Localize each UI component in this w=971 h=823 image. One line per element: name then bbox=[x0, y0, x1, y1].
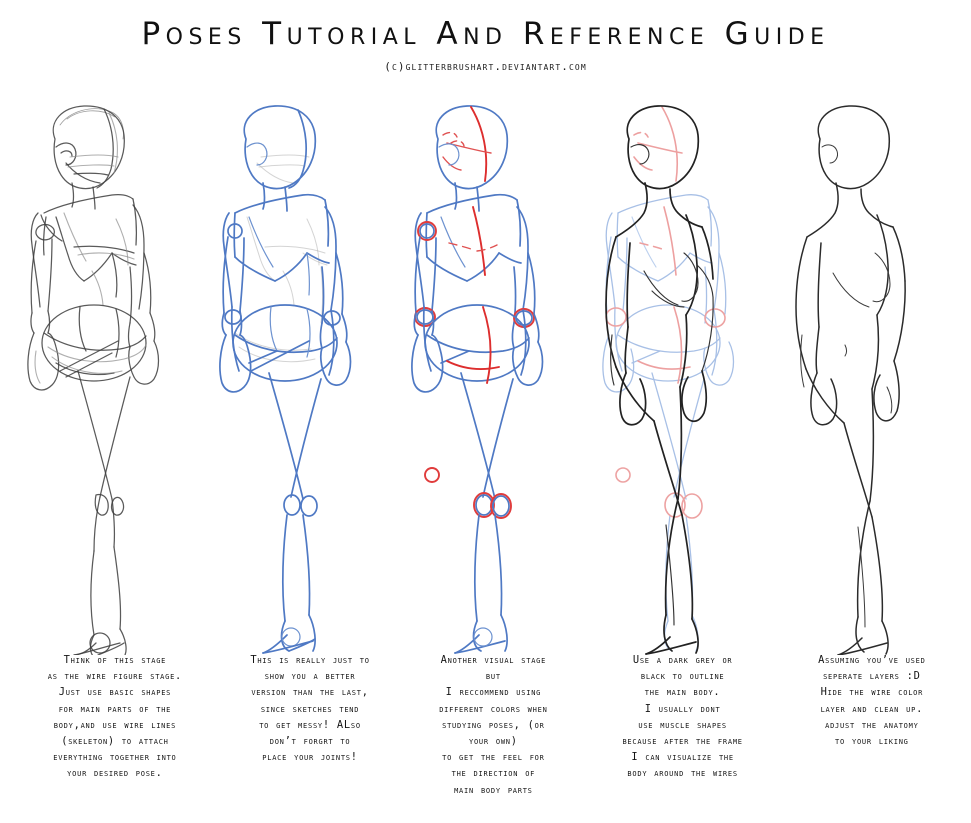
step5-head-group bbox=[817, 105, 891, 190]
step1-head-group bbox=[52, 105, 125, 190]
page-title: Poses Tutorial And Reference Guide bbox=[141, 16, 830, 52]
pelvis-horizontal-line bbox=[445, 360, 500, 370]
pencil-wire-skeleton-figure bbox=[27, 105, 160, 655]
step1-foot-group bbox=[73, 642, 121, 655]
step3-neck-torso-group bbox=[413, 182, 529, 311]
step-5-caption: Assuming you’ve used seperate layers :D … bbox=[818, 654, 926, 748]
step-4-figure-cell bbox=[582, 95, 772, 655]
step3-leg-wire-group bbox=[453, 372, 514, 654]
step-3-figure-cell bbox=[391, 95, 581, 655]
pelvis-centre-line bbox=[481, 306, 491, 384]
head-centre-line bbox=[469, 106, 487, 182]
step-3-caption: Another visual stage but I reccommend us… bbox=[439, 654, 548, 796]
caption-strip: Think of this stage as the wire figure s… bbox=[0, 652, 971, 798]
step4-body-outline-layer bbox=[604, 105, 714, 655]
wrist-joint-left bbox=[423, 467, 440, 483]
shoulder-joint-left bbox=[416, 221, 437, 241]
step2-head-group bbox=[243, 105, 317, 190]
step5-leg-group bbox=[837, 388, 889, 655]
step2-leg-wire-group bbox=[262, 372, 323, 654]
step-1-figure-cell bbox=[8, 95, 198, 655]
blue-red-direction-figure bbox=[410, 105, 543, 654]
figure-strip bbox=[0, 95, 971, 655]
step1-leg-wire-group bbox=[73, 370, 131, 655]
step1-neck-torso-group bbox=[30, 182, 145, 310]
step-2-caption: This is really just to show you a better… bbox=[250, 654, 370, 764]
step2-arm-group bbox=[219, 223, 352, 393]
dark-outline-over-wires-figure bbox=[602, 105, 734, 655]
step2-neck-torso-group bbox=[222, 182, 338, 311]
step-2-figure-cell bbox=[199, 95, 389, 655]
step2-pelvis-group bbox=[231, 304, 339, 382]
step3-pelvis-group bbox=[422, 304, 530, 384]
step-1-caption: Think of this stage as the wire figure s… bbox=[47, 654, 183, 780]
credit-watermark: (c)glitterbrushart.deviantart.com bbox=[384, 59, 587, 73]
step3-head-group bbox=[435, 105, 508, 190]
step3-arm-group bbox=[410, 221, 543, 483]
page-header: Poses Tutorial And Reference Guide (c)gl… bbox=[0, 0, 971, 73]
torso-centre-line bbox=[471, 206, 486, 276]
knee-joint-right bbox=[489, 493, 512, 519]
step-4-caption: Use a dark grey or black to outline the … bbox=[622, 654, 743, 780]
blue-lineart-joints-figure bbox=[219, 105, 352, 654]
clean-lineart-figure bbox=[795, 105, 906, 655]
knee-joint-left bbox=[472, 492, 495, 518]
step1-pelvis-group bbox=[41, 304, 147, 382]
step-5-figure-cell bbox=[773, 95, 963, 655]
step4-faded-wire-layer bbox=[602, 106, 734, 652]
step5-arm-group bbox=[800, 242, 900, 426]
